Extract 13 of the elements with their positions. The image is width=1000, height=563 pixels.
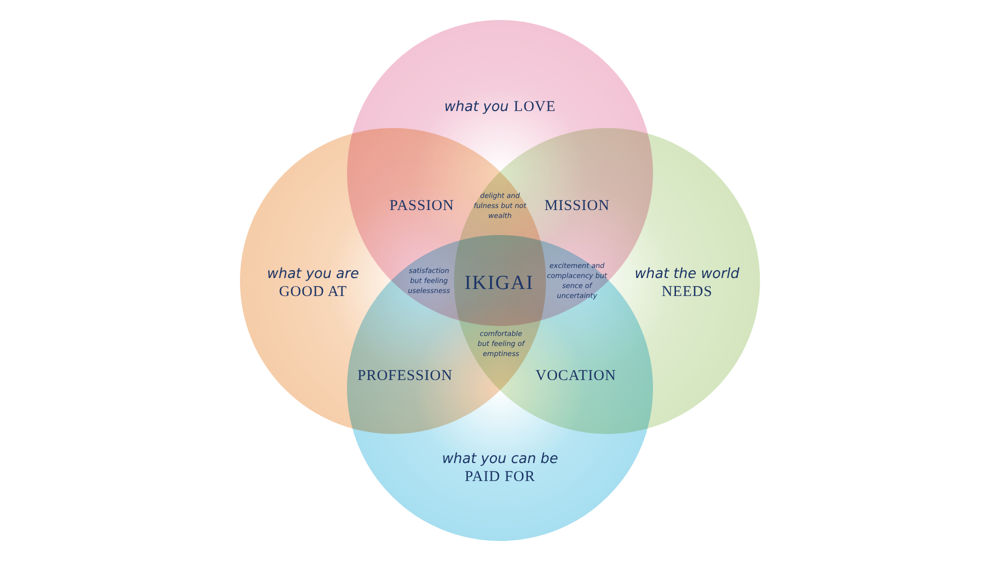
circle-heading: what you are [267, 266, 359, 282]
circle-title: GOOD AT [278, 284, 348, 301]
circle-title: PAID FOR [464, 469, 536, 486]
center-label: IKIGAI [464, 272, 534, 294]
region-label: PROFESSION [358, 368, 453, 384]
circle-heading: what you can be [442, 451, 558, 467]
region-label: MISSION [544, 198, 610, 214]
circle-title: NEEDS [662, 284, 712, 301]
region-label: PASSION [390, 198, 454, 214]
circle-heading: what the world [634, 266, 740, 282]
region-label: VOCATION [536, 368, 616, 384]
circle-title: LOVE [514, 99, 556, 115]
circle-heading: what you [444, 99, 509, 115]
